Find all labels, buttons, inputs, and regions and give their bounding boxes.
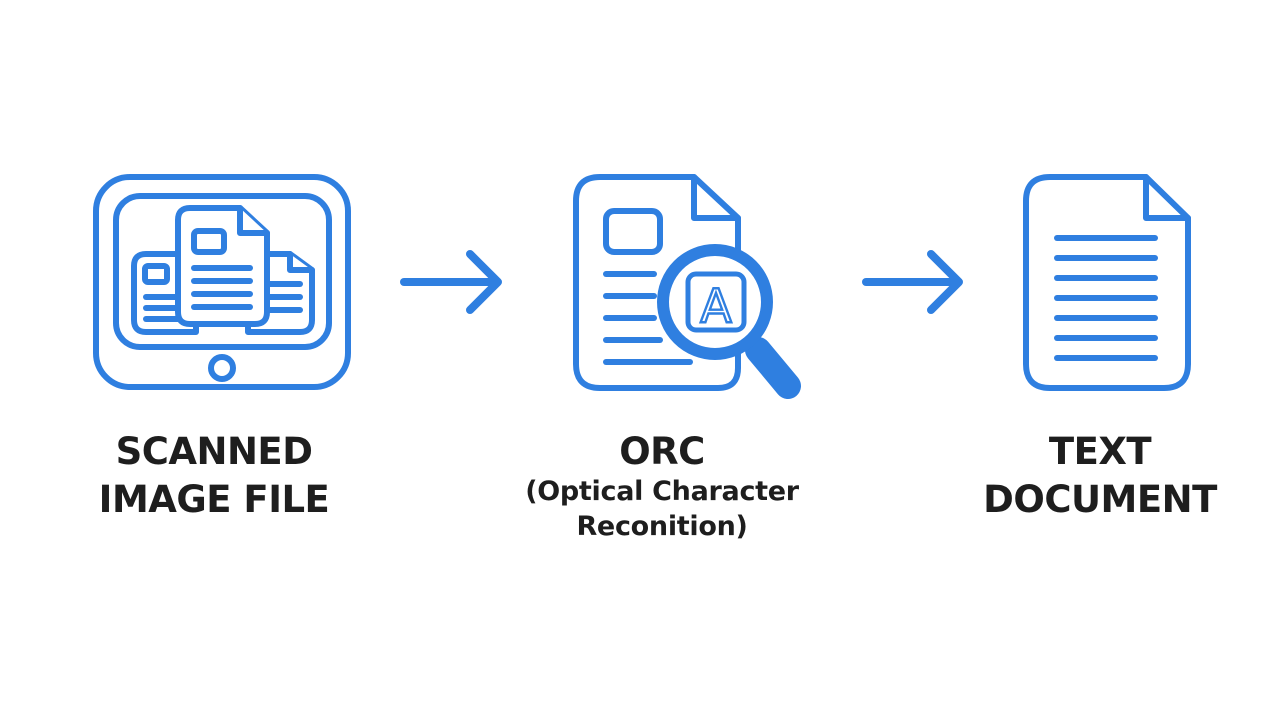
document-magnifier-icon [573, 174, 801, 399]
tablet-documents-icon [93, 174, 351, 390]
step-sublabel-line: (Optical Character [525, 476, 799, 507]
step-label-line: IMAGE FILE [98, 478, 330, 521]
arrow-right-icon [400, 250, 502, 314]
magnifier-handle [745, 337, 801, 399]
step-label-orc: ORC [532, 428, 792, 476]
step-sublabel-optical-character-reconition: (Optical Character Reconition) [482, 474, 842, 544]
text-document-icon [1023, 174, 1191, 391]
step-sublabel-line: Reconition) [576, 511, 748, 542]
step-label-scanned-image-file: SCANNED IMAGE FILE [84, 428, 344, 524]
step-label-line: SCANNED [115, 430, 313, 473]
arrow-right-icon [862, 250, 963, 314]
step-label-line: DOCUMENT [983, 478, 1217, 521]
front-document [175, 205, 270, 327]
step-label-line: TEXT [1048, 430, 1152, 473]
step-label-text-document: TEXT DOCUMENT [970, 428, 1230, 524]
step-label-line: ORC [619, 430, 705, 473]
glyph-letter: A [700, 279, 732, 333]
